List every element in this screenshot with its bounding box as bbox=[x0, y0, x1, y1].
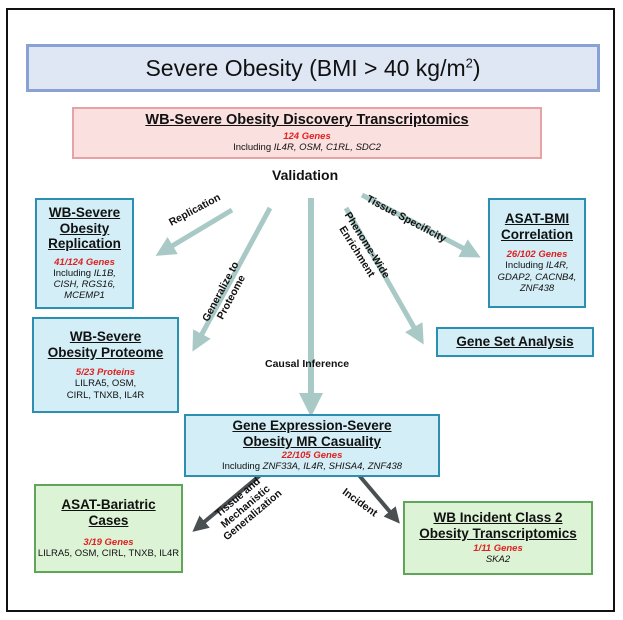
asat-bmi-genes-3: ZNF438 bbox=[519, 283, 555, 295]
discovery-count: 124 Genes bbox=[283, 131, 331, 143]
incident-box: WB Incident Class 2 Obesity Transcriptom… bbox=[403, 501, 593, 575]
asat-bmi-heading-1: ASAT-BMI bbox=[504, 211, 570, 227]
asat-bmi-heading-2: Correlation bbox=[500, 226, 573, 242]
discovery-box: WB-Severe Obesity Discovery Transcriptom… bbox=[72, 107, 542, 159]
label-causal-inference: Causal Inference bbox=[265, 358, 350, 370]
arrow-phenome-enrichment bbox=[343, 206, 424, 345]
asat-bmi-genes-1: Including IL4R, bbox=[505, 260, 569, 272]
proteome-box: WB-Severe Obesity Proteome 5/23 Proteins… bbox=[32, 317, 179, 413]
incident-count: 1/11 Genes bbox=[473, 543, 523, 555]
mr-count: 22/105 Genes bbox=[281, 450, 343, 462]
title-banner: Severe Obesity (BMI > 40 kg/m2) bbox=[26, 44, 600, 92]
mr-heading-1: Gene Expression-Severe bbox=[232, 418, 392, 434]
discovery-genes: Including IL4R, OSM, C1RL, SDC2 bbox=[233, 142, 381, 154]
replication-genes-1: Including IL1B, bbox=[53, 267, 116, 279]
replication-heading-2: Obesity bbox=[59, 220, 110, 236]
incident-heading-1: WB Incident Class 2 bbox=[433, 510, 563, 526]
bariatric-heading-1: ASAT-Bariatric bbox=[61, 497, 156, 513]
replication-count: 41/124 Genes bbox=[54, 256, 115, 268]
bariatric-box: ASAT-Bariatric Cases 3/19 Genes LILRA5, … bbox=[34, 484, 183, 573]
arrow-replication bbox=[155, 207, 234, 256]
proteome-heading-1: WB-Severe bbox=[69, 329, 142, 345]
proteome-list-1: LILRA5, OSM, bbox=[74, 378, 137, 390]
proteome-count: 5/23 Proteins bbox=[75, 367, 136, 379]
incident-genes: SKA2 bbox=[485, 554, 511, 566]
asat-bmi-count: 26/102 Genes bbox=[506, 249, 568, 261]
bariatric-list: LILRA5, OSM, CIRL, TNXB, IL4R bbox=[37, 548, 180, 560]
arrow-generalize-proteome bbox=[192, 206, 273, 352]
validation-label: Validation bbox=[272, 167, 339, 183]
asat-bmi-box: ASAT-BMI Correlation 26/102 Genes Includ… bbox=[488, 198, 586, 308]
gene-set-box: Gene Set Analysis bbox=[436, 327, 594, 357]
title-text: Severe Obesity (BMI > 40 kg/m2) bbox=[145, 54, 481, 81]
replication-heading-3: Replication bbox=[48, 236, 121, 252]
incident-heading-2: Obesity Transcriptomics bbox=[419, 525, 577, 541]
gene-set-heading: Gene Set Analysis bbox=[456, 334, 574, 350]
mr-genes: Including ZNF33A, IL4R, SHISA4, ZNF438 bbox=[221, 461, 403, 473]
bariatric-count: 3/19 Genes bbox=[83, 537, 134, 549]
proteome-heading-2: Obesity Proteome bbox=[47, 344, 164, 360]
replication-heading-1: WB-Severe bbox=[48, 205, 121, 221]
replication-box: WB-Severe Obesity Replication 41/124 Gen… bbox=[35, 198, 134, 309]
mr-heading-2: Obesity MR Casuality bbox=[242, 433, 382, 449]
replication-genes-3: MCEMP1 bbox=[64, 290, 105, 302]
discovery-heading: WB-Severe Obesity Discovery Transcriptom… bbox=[145, 112, 469, 129]
replication-genes-2: CISH, RGS16, bbox=[53, 279, 116, 291]
bariatric-heading-2: Cases bbox=[88, 512, 129, 528]
arrow-tissue-mechanistic bbox=[192, 465, 272, 532]
arrow-tissue-specificity bbox=[360, 192, 481, 258]
mr-box: Gene Expression-Severe Obesity MR Casual… bbox=[184, 414, 440, 477]
asat-bmi-genes-2: GDAP2, CACNB4, bbox=[497, 271, 577, 283]
proteome-list-2: CIRL, TNXB, IL4R bbox=[66, 389, 145, 401]
